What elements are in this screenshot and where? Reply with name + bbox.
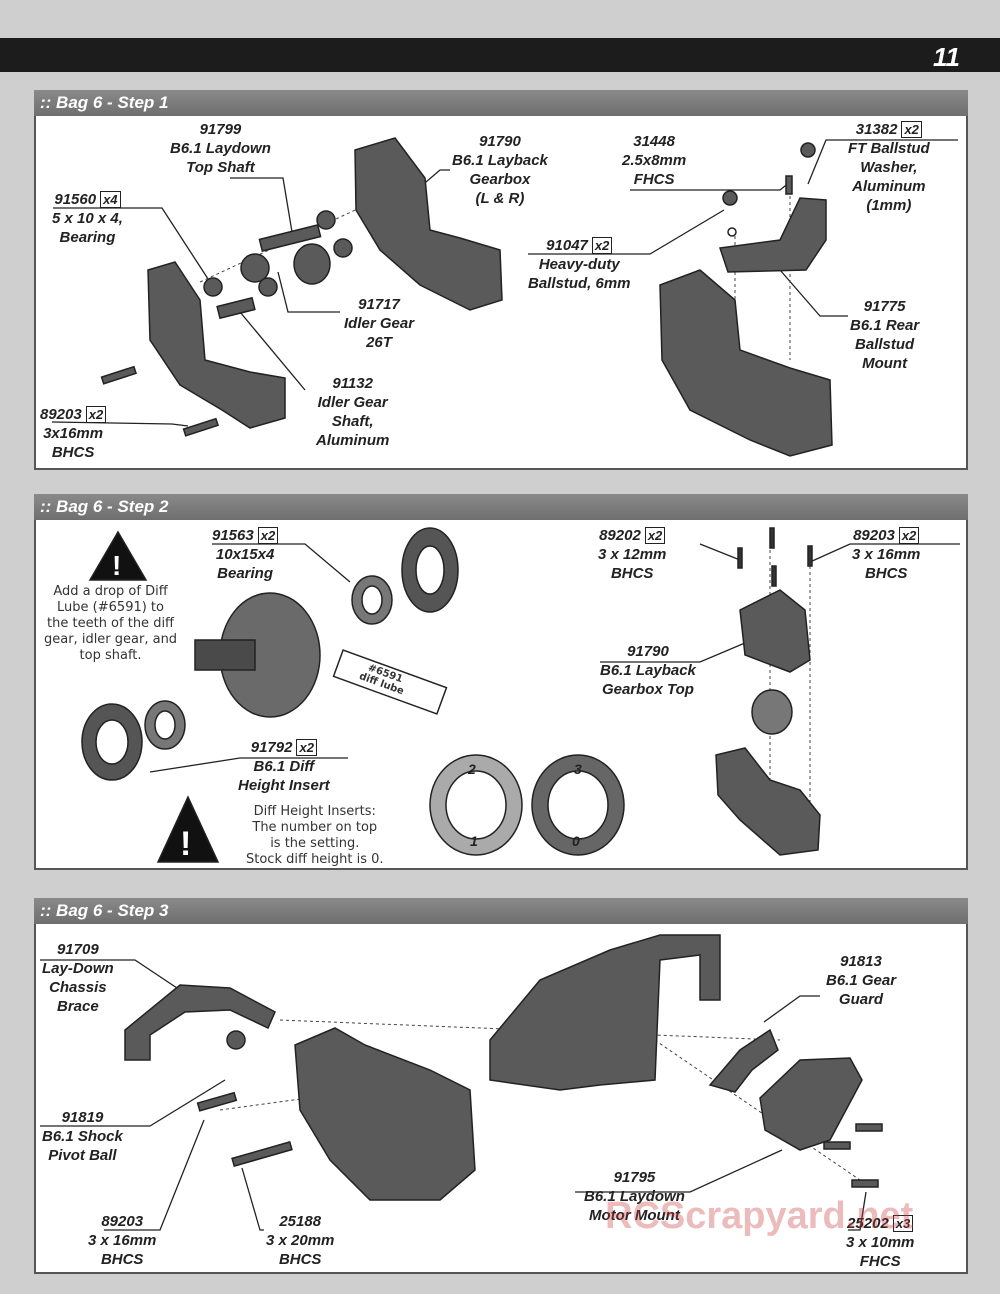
diff-height-note: Diff Height Inserts: The number on top i… (246, 804, 384, 867)
step2-parts: ! ! (81, 527, 821, 863)
screw (771, 565, 777, 587)
svg-text:!: ! (180, 825, 191, 863)
step3-title: :: Bag 6 - Step 3 (40, 901, 169, 920)
label-91717: 91717 Idler Gear 26T (344, 296, 415, 351)
screw (100, 365, 137, 385)
step1-parts (100, 137, 833, 457)
ballstud (800, 142, 816, 158)
screw (737, 547, 743, 569)
insert-b-top: 3 (574, 761, 582, 777)
bearing-hole (361, 585, 383, 615)
bearing (258, 277, 278, 297)
insert-a-top: 2 (468, 761, 476, 777)
ballstud (722, 190, 738, 206)
fhcs-screw (785, 175, 793, 195)
screw (851, 1179, 879, 1188)
step2-header: :: Bag 6 - Step 2 (34, 494, 968, 520)
label-25188: 25188 3 x 20mm BHCS (266, 1213, 335, 1268)
label-91799: 91799 B6.1 Laydown Top Shaft (170, 121, 271, 176)
page-number: 11 (933, 42, 960, 72)
washer (727, 227, 737, 237)
warning-icon (88, 530, 148, 581)
gear-guard (708, 1028, 779, 1093)
diff-output (194, 639, 256, 671)
diff-lube-note: Add a drop of Diff Lube (#6591) to the t… (44, 584, 178, 663)
screw (855, 1123, 883, 1132)
screw (231, 1140, 293, 1168)
leader-lines (40, 139, 960, 1231)
step1-title: :: Bag 6 - Step 1 (40, 93, 169, 112)
screw (823, 1141, 851, 1150)
bearing (316, 210, 336, 230)
step1-header: :: Bag 6 - Step 1 (34, 90, 968, 116)
gearbox-assembled (659, 269, 833, 457)
label-91132: 91132 Idler Gear Shaft, Aluminum (316, 375, 390, 449)
step3-parts (124, 934, 883, 1201)
screw (769, 527, 775, 549)
shock-pivot-ball (226, 1030, 246, 1050)
bearing (333, 238, 353, 258)
lube-tube (332, 649, 448, 715)
motor-mount (759, 1057, 863, 1151)
warning-icon (156, 795, 220, 863)
screw (807, 545, 813, 567)
watermark: RCScrapyard.net (605, 1195, 914, 1237)
label-91790: 91790 B6.1 Layback Gearbox (L & R) (452, 133, 548, 207)
label-91795: 91795 B6.1 Laydown Motor Mount (584, 1169, 685, 1224)
screw (182, 417, 219, 437)
label-91709: 91709 Lay-Down Chassis Brace (42, 941, 114, 1015)
top-shaft (258, 224, 322, 252)
bearing (203, 277, 223, 297)
ballstud-mount (719, 197, 827, 273)
gearbox-with-brace (489, 934, 721, 1091)
top-shaft-gear (240, 253, 270, 283)
gearbox-top (739, 589, 811, 673)
idler-shaft (216, 296, 256, 320)
gearbox-left-half (147, 261, 286, 429)
label-91813: 91813 B6.1 Gear Guard (826, 953, 897, 1008)
label-31448: 31448 2.5x8mm FHCS (622, 133, 687, 188)
svg-text:!: ! (112, 550, 121, 581)
step3-header: :: Bag 6 - Step 3 (34, 898, 968, 924)
label-91790-top: 91790 B6.1 Layback Gearbox Top (600, 643, 696, 698)
diff-assembly (751, 689, 793, 735)
insert-b-bottom: 0 (572, 833, 580, 849)
height-insert-hole (95, 719, 129, 765)
gearbox-right-half (354, 137, 503, 311)
chassis-brace (124, 984, 276, 1061)
top-bar (0, 38, 1000, 72)
screw (196, 1091, 238, 1112)
gearbox-assembled (715, 747, 821, 856)
bearing-hole (154, 710, 176, 740)
idler-gear (293, 243, 331, 285)
insert-a-bottom: 1 (470, 833, 478, 849)
label-91819: 91819 B6.1 Shock Pivot Ball (42, 1109, 123, 1164)
height-insert-hole (415, 545, 445, 595)
label-89203-step3: 89203 3 x 16mm BHCS (88, 1213, 157, 1268)
label-91775: 91775 B6.1 Rear Ballstud Mount (850, 298, 920, 372)
step2-title: :: Bag 6 - Step 2 (40, 497, 169, 516)
gearbox-assembled (294, 1027, 476, 1201)
